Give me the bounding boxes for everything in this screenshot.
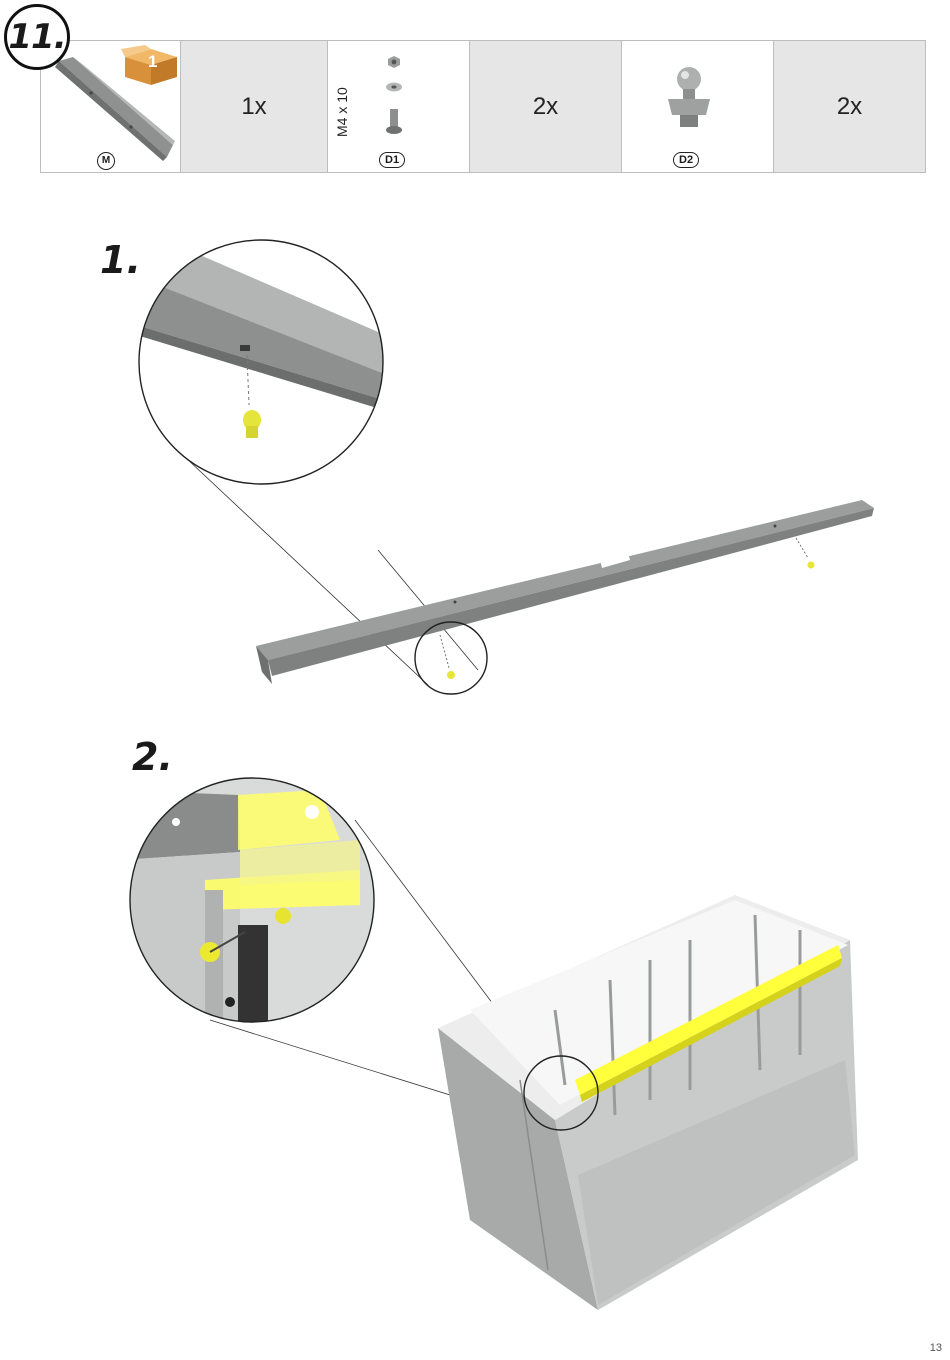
ball-stud-cell: D2 [622, 41, 774, 172]
part-label-d2: D2 [673, 152, 699, 168]
box-number: 1 [148, 52, 157, 72]
step-number: 11. [8, 17, 65, 57]
screw-qty-cell: 2x [470, 41, 622, 172]
rail-qty: 1x [241, 93, 266, 121]
ball-stud-qty: 2x [837, 93, 862, 121]
ball-stud-qty-cell: 2x [774, 41, 925, 172]
part-rail-cell: 1 M [41, 41, 181, 172]
screw-set-cell: M4 x 10 D1 [328, 41, 470, 172]
page-number: 13 [930, 1342, 942, 1354]
parts-table: 1 M 1x M4 x 10 D1 2x D2 2x [40, 40, 926, 173]
substep-2-illustration [0, 770, 950, 1330]
part-label-d1: D1 [379, 152, 405, 168]
ball-stud-image [622, 41, 774, 172]
rail-qty-cell: 1x [181, 41, 328, 172]
step-number-badge: 11. [4, 4, 70, 70]
screw-qty: 2x [533, 93, 558, 121]
substep-1-illustration [0, 230, 950, 710]
part-label-m: M [97, 152, 115, 170]
